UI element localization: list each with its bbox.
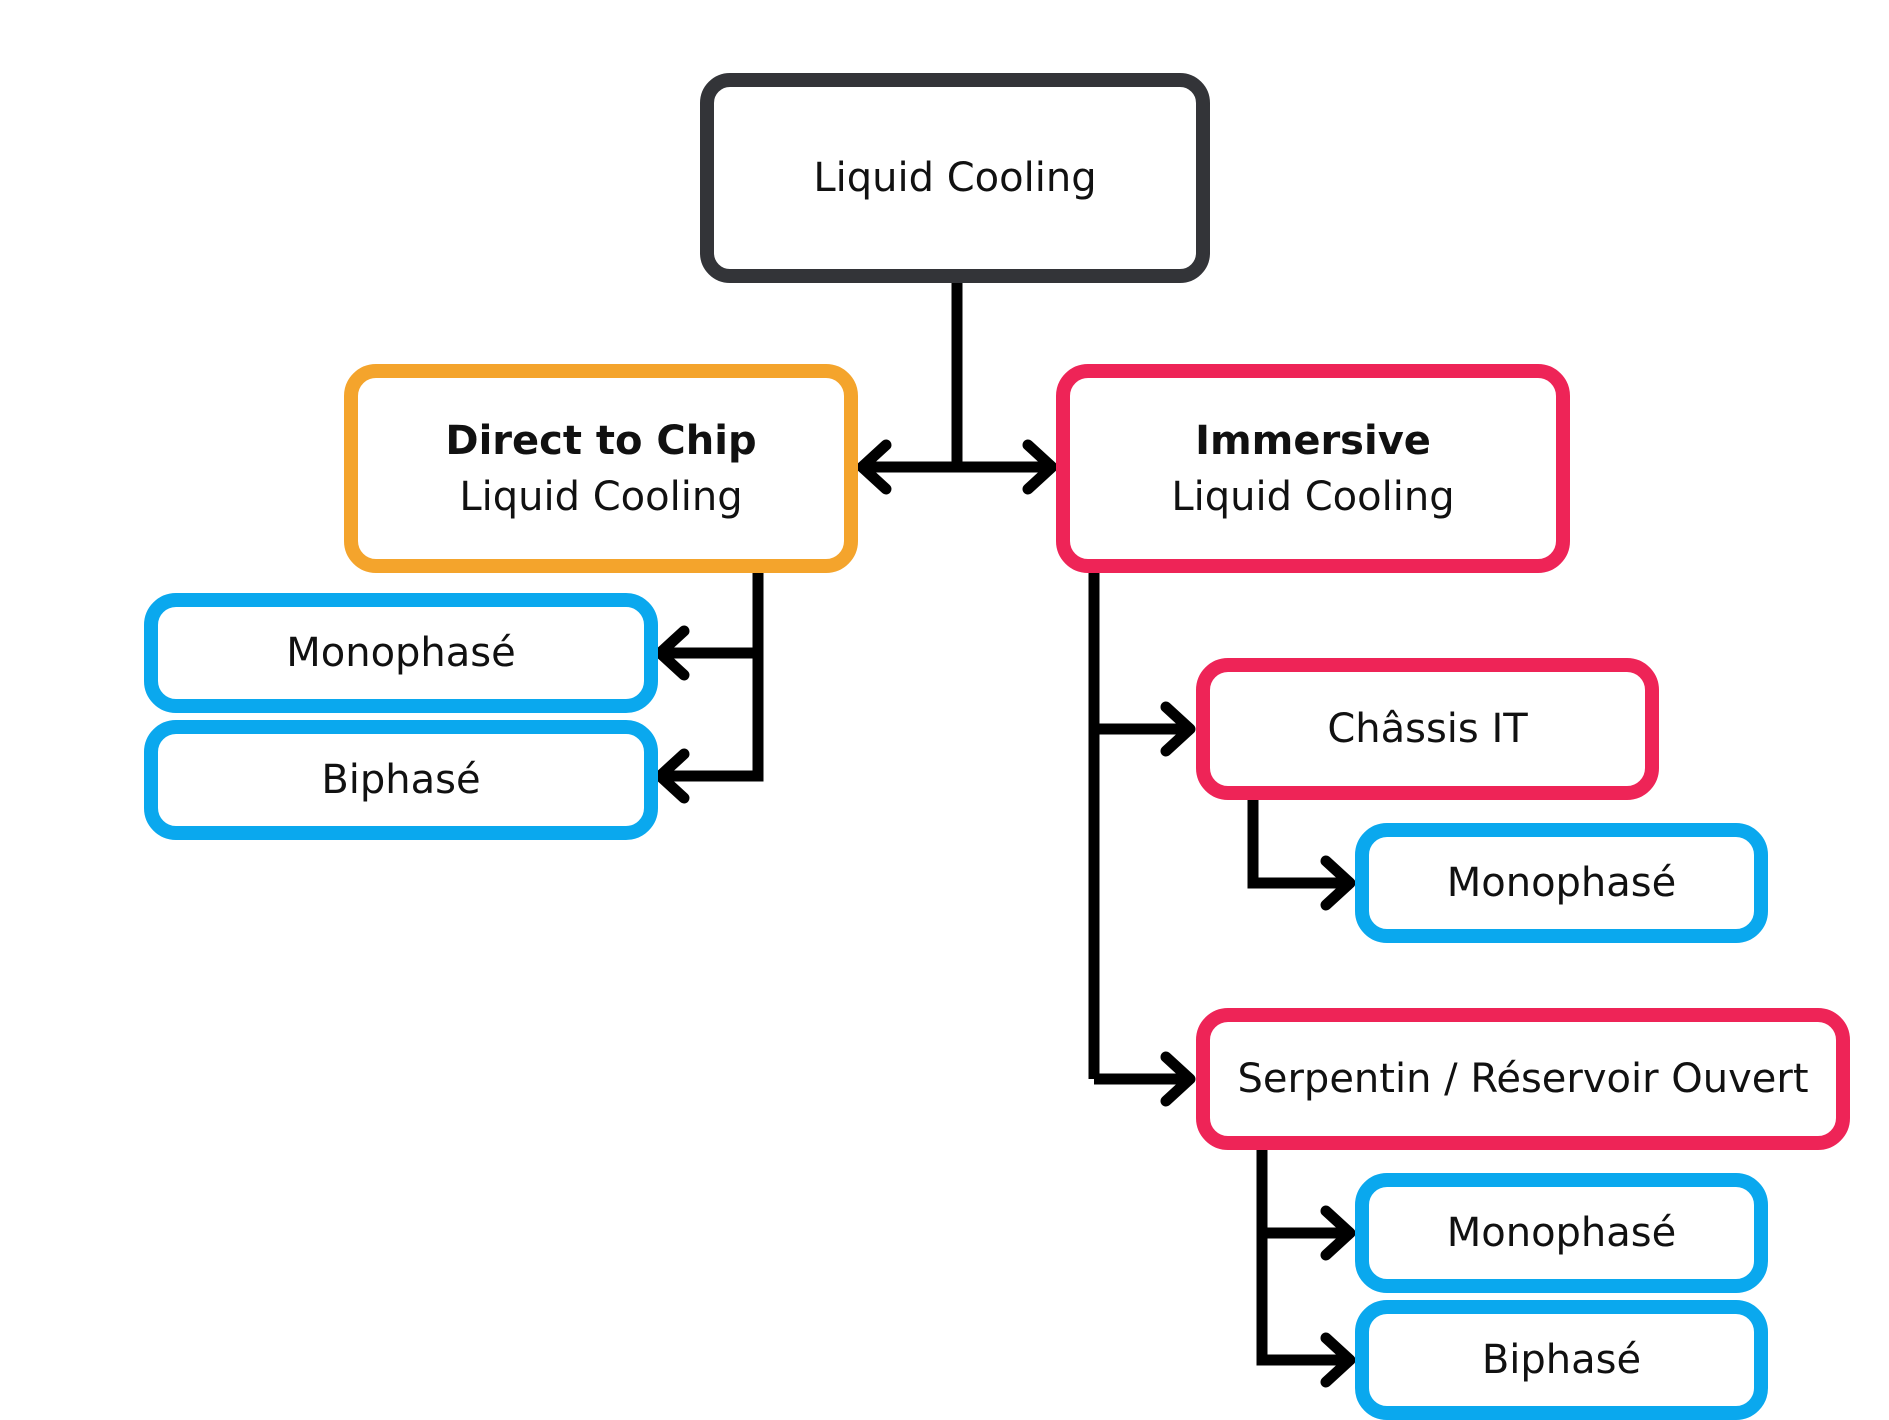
arrowhead-chassis-mono xyxy=(1320,855,1356,911)
root-node: Liquid Cooling xyxy=(700,73,1210,283)
dtc-biphase-label: Biphasé xyxy=(321,757,481,803)
dtc-branch-connector xyxy=(662,573,764,782)
serpentin-node: Serpentin / Réservoir Ouvert xyxy=(1196,1008,1850,1150)
arrowhead-serpentin-bi xyxy=(1320,1332,1356,1388)
immersive-node: Immersive Liquid Cooling xyxy=(1056,364,1570,573)
arrowhead-left-dtc xyxy=(856,439,892,495)
dtc-monophase-node: Monophasé xyxy=(144,593,658,713)
serpentin-monophase-label: Monophasé xyxy=(1446,1210,1677,1256)
dtc-biphase-node: Biphasé xyxy=(144,720,658,840)
immersive-subtitle: Liquid Cooling xyxy=(1171,473,1455,520)
direct-to-chip-node: Direct to Chip Liquid Cooling xyxy=(344,364,858,573)
chassis-monophase-label: Monophasé xyxy=(1446,860,1677,906)
chassis-it-node: Châssis IT xyxy=(1196,658,1659,800)
serpentin-biphase-node: Biphasé xyxy=(1355,1300,1768,1420)
serpentin-biphase-label: Biphasé xyxy=(1481,1337,1642,1383)
arrowhead-serpentin-mono xyxy=(1320,1205,1356,1261)
root-label: Liquid Cooling xyxy=(813,155,1097,201)
arrowhead-serpentin xyxy=(1160,1051,1196,1107)
serpentin-label: Serpentin / Réservoir Ouvert xyxy=(1237,1056,1809,1102)
arrowhead-chassis xyxy=(1160,701,1196,757)
arrowhead-dtc-bi xyxy=(654,748,690,804)
arrowhead-dtc-mono xyxy=(654,625,690,681)
chassis-mono-connector xyxy=(1247,800,1348,889)
serpentin-children-connector xyxy=(1256,1150,1348,1366)
direct-to-chip-subtitle: Liquid Cooling xyxy=(459,473,743,520)
dtc-monophase-label: Monophasé xyxy=(286,630,516,676)
arrowhead-right-immersive xyxy=(1022,439,1058,495)
chassis-it-label: Châssis IT xyxy=(1327,706,1528,752)
immersive-title: Immersive xyxy=(1195,417,1431,464)
direct-to-chip-title: Direct to Chip xyxy=(445,417,757,464)
chassis-monophase-node: Monophasé xyxy=(1355,823,1768,943)
serpentin-monophase-node: Monophasé xyxy=(1355,1173,1768,1293)
